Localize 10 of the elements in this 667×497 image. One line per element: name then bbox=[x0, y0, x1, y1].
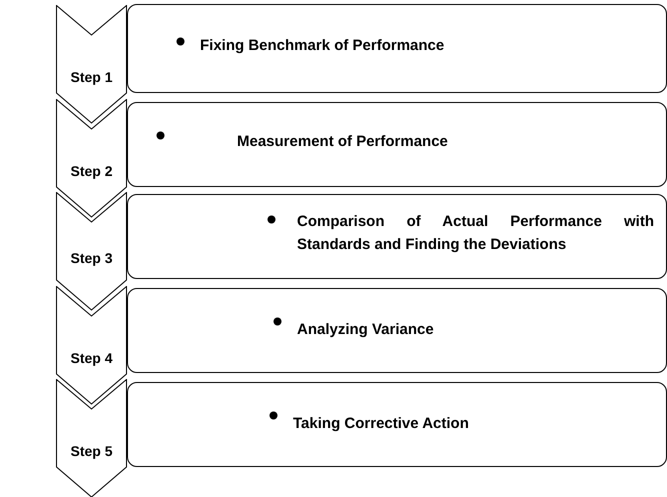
step-description: Comparison of Actual Performance with Standards and Finding the Deviations bbox=[297, 212, 654, 255]
step-description: Taking Corrective Action bbox=[293, 414, 470, 434]
step-label: Step 5 bbox=[69, 443, 114, 459]
step-label: Step 1 bbox=[69, 69, 114, 85]
step-label: Step 4 bbox=[69, 350, 114, 366]
step-description: Analyzing Variance bbox=[297, 320, 435, 340]
step-description: Measurement of Performance bbox=[237, 132, 449, 152]
step-label: Step 3 bbox=[69, 250, 114, 266]
step-label: Step 2 bbox=[69, 162, 114, 178]
step-description: Fixing Benchmark of Performance bbox=[200, 36, 446, 56]
